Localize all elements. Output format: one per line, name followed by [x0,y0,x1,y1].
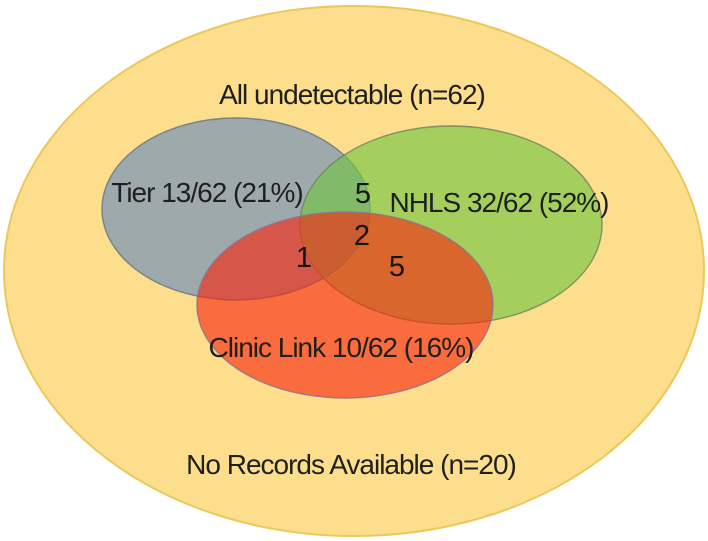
universe-bottom-label: No Records Available (n=20) [186,449,516,480]
set-label-clinic-link: Clinic Link 10/62 (16%) [209,332,474,363]
overlap-count-tier-clinic: 1 [296,242,312,274]
set-ellipse-clinic-link [196,211,494,399]
set-label-tier: Tier 13/62 (21%) [111,177,303,208]
overlap-count-tier-nhls: 5 [355,178,371,210]
universe-top-label: All undetectable (n=62) [219,79,485,110]
set-label-nhls: NHLS 32/62 (52%) [389,187,608,218]
overlap-count-center-all: 2 [354,220,370,252]
overlap-count-nhls-clinic: 5 [389,251,405,283]
